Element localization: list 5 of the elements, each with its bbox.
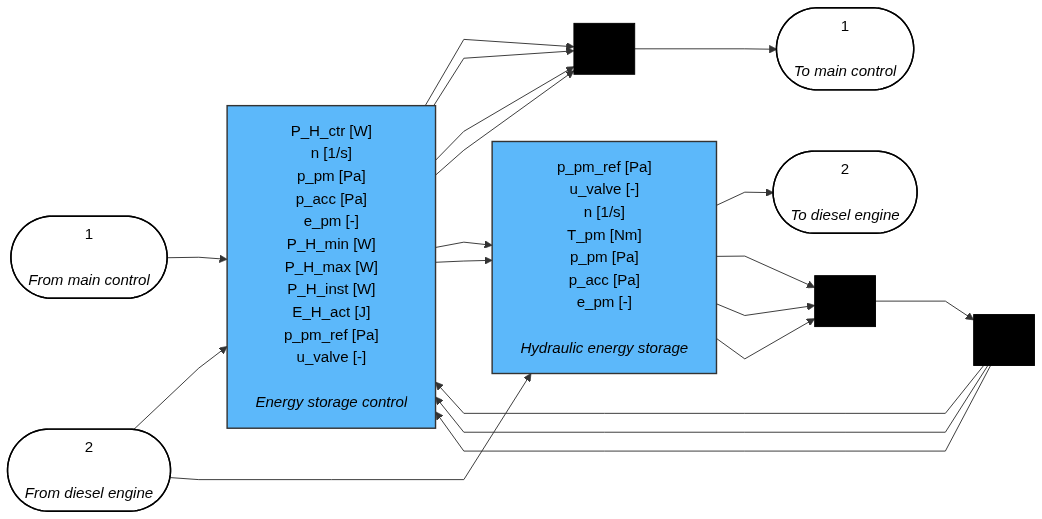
- node-box: p_pm_ref [Pa] u_valve [-] n [1/s] T_pm [Nm] p_pm [Pa] p_acc [Pa] e_pm [-] Hydraulic energy storage: [491, 140, 718, 375]
- node-bar: [573, 22, 636, 75]
- node-bar: [814, 275, 876, 328]
- node-bar: [973, 314, 1035, 366]
- node-box: P_H_ctr [W] n [1/s] p_pm [Pa] p_acc [Pa] e_pm [-] P_H_min [W] P_H_max [W] P_H_inst [W] E_H_act [J] p_pm_ref [Pa] u_valve [-] Energy storage control: [226, 104, 437, 429]
